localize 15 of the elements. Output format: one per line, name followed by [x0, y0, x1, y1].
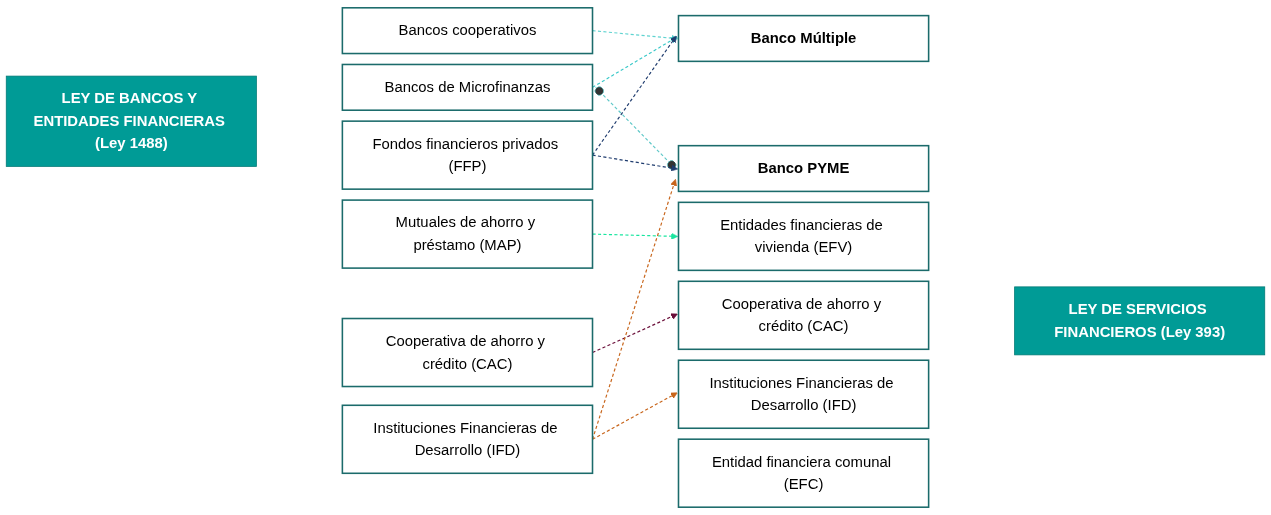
node-box: Instituciones Financieras de Desarrollo (IFD) [677, 359, 930, 430]
node-box: Bancos cooperativos [341, 7, 594, 55]
node-box: Entidades financieras de vivienda (EFV) [677, 201, 930, 272]
node-box: Cooperativa de ahorro y crédito (CAC) [677, 280, 930, 351]
node-box: Fondos financieros privados (FFP) [341, 120, 594, 190]
node-box: LEY DE BANCOS Y ENTIDADES FINANCIERAS (Ley 1488) [5, 75, 257, 167]
node-box: Entidad financiera comunal (EFC) [677, 438, 930, 508]
node-box: Cooperativa de ahorro y crédito (CAC) [341, 317, 594, 388]
node-box: Mutuales de ahorro y préstamo (MAP) [341, 199, 594, 269]
node-box: Instituciones Financieras de Desarrollo (IFD) [341, 404, 594, 475]
node-box: Banco Múltiple [677, 14, 930, 63]
node-box: LEY DE SERVICIOS FINANCIEROS (Ley 393) [1014, 286, 1266, 356]
node-box: Bancos de Microfinanzas [341, 63, 594, 111]
connector [594, 86, 677, 170]
node-box: Banco PYME [677, 144, 930, 193]
